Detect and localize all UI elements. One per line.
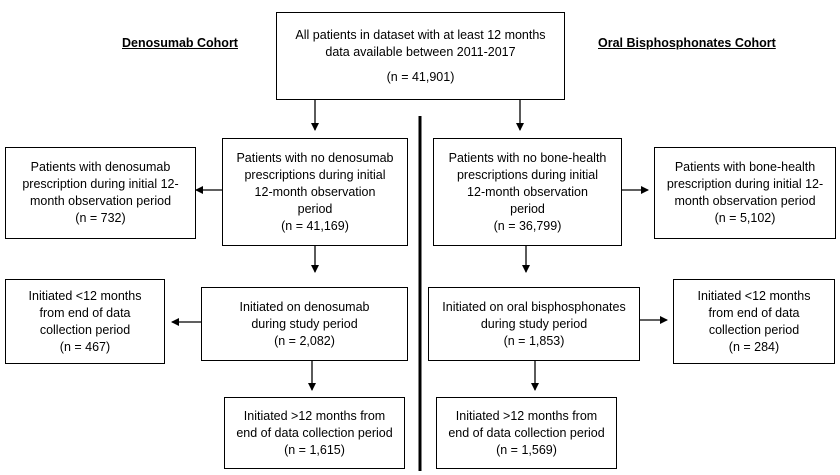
box-line: Patients with bone-health	[674, 160, 816, 174]
box-line: period	[510, 201, 545, 216]
box-line: collection period	[39, 322, 131, 337]
box-line: All patients in dataset with at least 12…	[295, 27, 546, 42]
box-line: Initiated >12 months from	[455, 408, 598, 423]
box-count: (n = 41,169)	[281, 218, 349, 233]
box-no-bone-health: Patients with no bone-health prescriptio…	[433, 138, 622, 246]
box-line: data available between 2011-2017	[325, 44, 516, 59]
box-count: (n = 36,799)	[493, 218, 562, 233]
box-line: end of data collection period	[236, 425, 393, 440]
box-line: Initiated <12 months	[28, 288, 142, 303]
box-denosumab-gt12: Initiated >12 months from end of data co…	[224, 397, 405, 469]
box-line: Patients with no denosumab	[236, 150, 394, 165]
box-line: Initiated <12 months	[697, 288, 811, 303]
box-line: prescriptions during initial	[456, 167, 599, 182]
box-line: prescription during initial 12-	[22, 177, 179, 191]
box-line: Initiated on oral bisphosphonates	[442, 299, 626, 314]
box-denosumab-initiated: Initiated on denosumab during study peri…	[201, 287, 408, 361]
box-count: (n = 5,102)	[714, 211, 776, 225]
box-line: prescription during initial 12-	[666, 177, 824, 191]
box-line: 12-month observation	[467, 184, 588, 199]
box-count: (n = 1,853)	[503, 333, 565, 348]
box-line: end of data collection period	[448, 425, 605, 440]
box-denosumab-lt12: Initiated <12 months from end of data co…	[5, 279, 165, 364]
box-all-patients: All patients in dataset with at least 12…	[276, 12, 565, 100]
box-count: (n = 1,569)	[496, 442, 557, 457]
box-count: (n = 467)	[59, 339, 111, 354]
box-line: month observation period	[674, 194, 816, 208]
box-line: Patients with no bone-health	[448, 150, 607, 165]
box-line: from end of data	[39, 305, 131, 320]
box-bisphosphonates-initiated: Initiated on oral bisphosphonates during…	[428, 287, 640, 361]
box-count: (n = 732)	[75, 211, 126, 225]
box-line: period	[297, 201, 333, 216]
box-count: (n = 41,901)	[386, 69, 455, 84]
box-line: Patients with denosumab	[30, 160, 171, 174]
bisphosphonates-cohort-heading: Oral Bisphosphonates Cohort	[598, 36, 776, 50]
box-line: during study period	[251, 316, 358, 331]
box-bone-health-excluded: Patients with bone-health prescription d…	[654, 147, 836, 239]
box-count: (n = 284)	[728, 339, 780, 354]
box-line: during study period	[480, 316, 588, 331]
box-line: Initiated on denosumab	[239, 299, 370, 314]
box-count: (n = 1,615)	[284, 442, 345, 457]
box-count: (n = 2,082)	[274, 333, 335, 348]
box-line: from end of data	[708, 305, 800, 320]
box-no-denosumab: Patients with no denosumab prescriptions…	[222, 138, 408, 246]
box-line: Initiated >12 months from	[243, 408, 386, 423]
box-denosumab-excluded: Patients with denosumab prescription dur…	[5, 147, 196, 239]
box-line: 12-month observation	[254, 184, 376, 199]
box-line: prescriptions during initial	[244, 167, 386, 182]
box-bisphosphonates-gt12: Initiated >12 months from end of data co…	[436, 397, 617, 469]
box-bisphosphonates-lt12: Initiated <12 months from end of data co…	[673, 279, 835, 364]
box-line: month observation period	[29, 194, 172, 208]
denosumab-cohort-heading: Denosumab Cohort	[122, 36, 238, 50]
box-line: collection period	[708, 322, 800, 337]
